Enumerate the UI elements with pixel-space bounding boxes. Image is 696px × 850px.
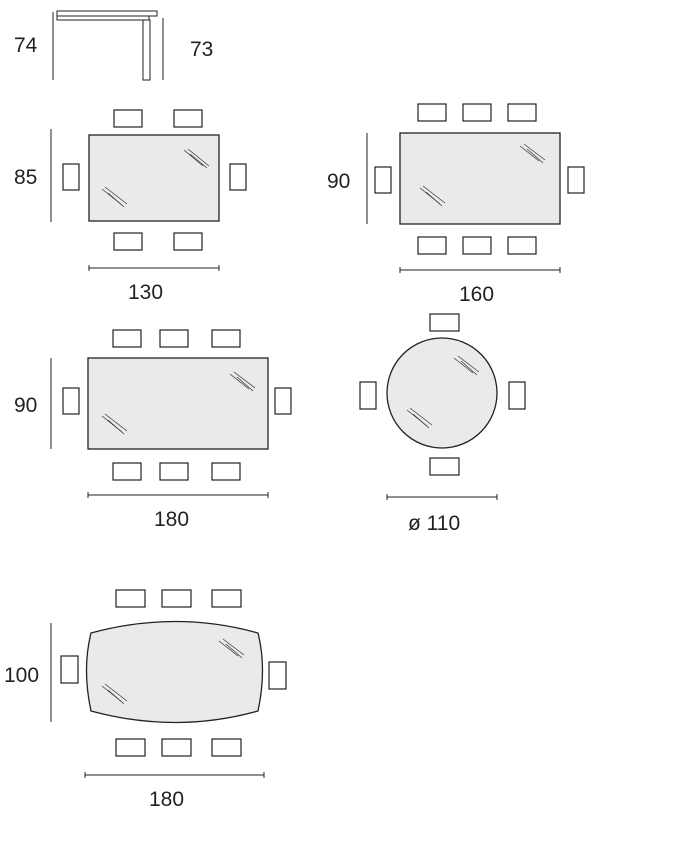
chair: [429, 313, 460, 332]
chair: [112, 329, 142, 348]
chair: [429, 457, 460, 476]
chair: [173, 232, 203, 251]
width-label: 180: [154, 508, 189, 531]
chair: [62, 387, 80, 415]
depth-label: 90: [14, 394, 37, 417]
glare-mark: [453, 355, 480, 376]
glare-mark: [101, 186, 128, 208]
chair: [268, 661, 287, 690]
chair: [113, 109, 143, 128]
glare-mark: [101, 683, 128, 705]
width-label: 160: [459, 283, 494, 306]
glare-mark: [218, 638, 245, 659]
glare-mark: [183, 148, 210, 169]
chair: [374, 166, 392, 194]
depth-label: 100: [4, 664, 39, 687]
table-top: [85, 620, 264, 724]
depth-label: 90: [327, 170, 350, 193]
side-view-tabletop-lower: [56, 15, 150, 21]
table-round-110: ø 110: [359, 313, 526, 535]
chair: [359, 381, 377, 410]
chair: [173, 109, 203, 128]
glare-mark: [101, 413, 128, 435]
side-view-height-under: 73: [190, 38, 213, 61]
chair: [507, 103, 537, 122]
table-rect-160: 90 160: [327, 103, 585, 306]
width-label: 130: [128, 281, 163, 304]
side-view: 74 73: [14, 10, 213, 81]
chair: [60, 655, 79, 684]
chair: [115, 738, 146, 757]
table-rect-130: 85 130: [14, 109, 247, 304]
glare-mark: [406, 407, 433, 429]
diameter-label: ø 110: [408, 512, 460, 535]
width-label: 180: [149, 788, 184, 811]
chair: [462, 236, 492, 255]
chair: [159, 462, 189, 481]
chair: [113, 232, 143, 251]
glare-mark: [229, 371, 256, 392]
chair: [274, 387, 292, 415]
table-top: [399, 132, 561, 225]
chair: [159, 329, 189, 348]
side-view-tabletop: [56, 10, 158, 17]
table-rect-180: 90 180: [14, 329, 292, 531]
chair: [161, 589, 192, 608]
table-top: [88, 134, 220, 222]
glare-mark: [519, 143, 546, 164]
chair: [462, 103, 492, 122]
depth-label: 85: [14, 166, 37, 189]
chair: [567, 166, 585, 194]
chair: [115, 589, 146, 608]
table-barrel-180: 100 180: [4, 589, 287, 811]
chair: [508, 381, 526, 410]
chair: [112, 462, 142, 481]
table-top: [386, 337, 498, 449]
table-top: [87, 357, 269, 450]
chair: [62, 163, 80, 191]
chair: [229, 163, 247, 191]
chair: [161, 738, 192, 757]
chair: [507, 236, 537, 255]
side-view-leg: [142, 19, 151, 81]
chair: [417, 103, 447, 122]
chair: [211, 589, 242, 608]
chair: [211, 462, 241, 481]
chair: [211, 738, 242, 757]
side-view-height-total: 74: [14, 34, 38, 57]
glare-mark: [419, 185, 446, 207]
chair: [417, 236, 447, 255]
chair: [211, 329, 241, 348]
